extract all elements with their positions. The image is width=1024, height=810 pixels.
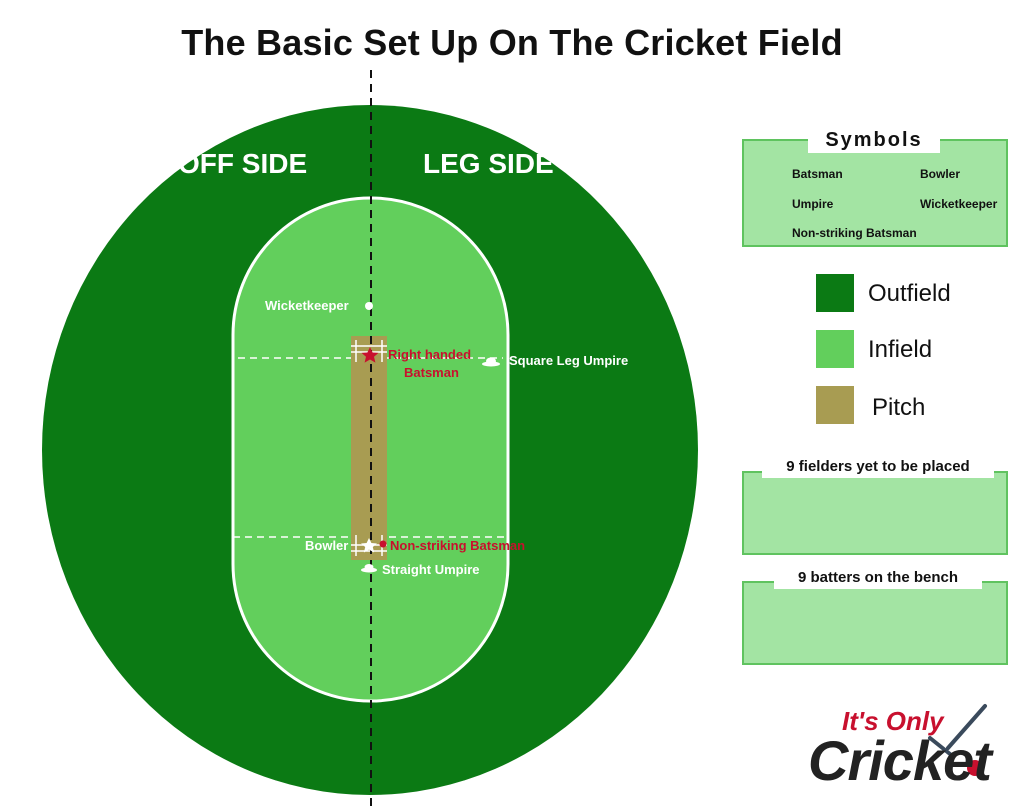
batsman-label-line1: Right handed bbox=[388, 347, 472, 362]
square-leg-umpire-label: Square Leg Umpire bbox=[509, 353, 629, 368]
wicketkeeper-label: Wicketkeeper bbox=[265, 298, 349, 313]
wicketkeeper-marker bbox=[365, 302, 373, 310]
symbol-umpire-label: Umpire bbox=[792, 197, 834, 211]
leg-side-label: LEG SIDE bbox=[423, 148, 554, 179]
legend-outfield-swatch bbox=[816, 274, 854, 312]
non-striking-batsman-label: Non-striking Batsman bbox=[390, 538, 526, 553]
logo-bat-icon bbox=[928, 704, 987, 756]
non-striking-batsman-marker bbox=[379, 540, 387, 548]
bowler-label: Bowler bbox=[305, 538, 349, 553]
legend-pitch-swatch bbox=[816, 386, 854, 424]
legend-infield-label: Infield bbox=[868, 336, 933, 363]
legend-infield-swatch bbox=[816, 330, 854, 368]
symbol-wicketkeeper-label: Wicketkeeper bbox=[920, 197, 998, 211]
legend-outfield-label: Outfield bbox=[868, 280, 951, 307]
logo-ball-icon bbox=[967, 760, 983, 776]
square-leg-umpire-marker bbox=[482, 357, 500, 367]
batsman-marker bbox=[361, 347, 379, 363]
symbol-batsman-label: Batsman bbox=[792, 167, 843, 181]
batters-panel bbox=[742, 581, 1008, 665]
logo-line2: Cricket bbox=[808, 729, 992, 792]
batters-title: 9 batters on the bench bbox=[774, 567, 982, 589]
batsman-label-line2: Batsman bbox=[404, 365, 459, 380]
symbol-non-striking-label: Non-striking Batsman bbox=[792, 226, 917, 240]
off-side-label: OFF SIDE bbox=[178, 148, 308, 179]
fielders-panel bbox=[742, 471, 1008, 555]
straight-umpire-marker bbox=[361, 564, 377, 573]
legend-pitch-label: Pitch bbox=[872, 394, 926, 421]
symbol-bowler-label: Bowler bbox=[920, 167, 961, 181]
page-title: The Basic Set Up On The Cricket Field bbox=[181, 22, 843, 63]
bowler-marker bbox=[361, 538, 377, 553]
fielders-title: 9 fielders yet to be placed bbox=[762, 456, 994, 478]
straight-umpire-label: Straight Umpire bbox=[382, 562, 480, 577]
logo-line1: It's Only bbox=[842, 706, 944, 736]
symbols-title: Symbols bbox=[808, 127, 940, 153]
pitch bbox=[351, 336, 387, 560]
